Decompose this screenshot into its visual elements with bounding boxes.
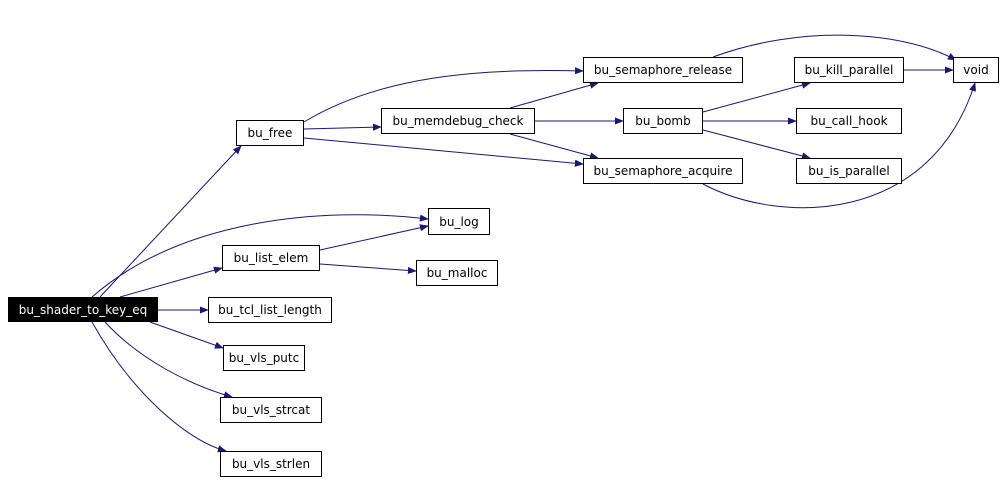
node-bu-kill-parallel[interactable]: bu_kill_parallel xyxy=(794,57,904,83)
node-bu-vls-putc[interactable]: bu_vls_putc xyxy=(223,345,305,371)
edge-bu-shader-to-key-eq-to-bu-vls-strlen xyxy=(91,321,227,453)
node-bu-semaphore-release[interactable]: bu_semaphore_release xyxy=(583,57,743,83)
edge-bu-free-to-bu-memdebug-check xyxy=(303,123,382,131)
node-bu-bomb[interactable]: bu_bomb xyxy=(623,108,703,134)
node-bu-vls-strcat[interactable]: bu_vls_strcat xyxy=(220,397,322,423)
node-bu-is-parallel[interactable]: bu_is_parallel xyxy=(796,158,902,184)
edge-bu-free-to-bu-semaphore-acquire xyxy=(303,137,584,167)
edge-bu-shader-to-key-eq-to-bu-list-elem xyxy=(119,266,223,298)
edge-bu-semaphore-release-to-void xyxy=(712,34,957,61)
node-bu-call-hook[interactable]: bu_call_hook xyxy=(796,108,902,134)
node-bu-memdebug-check[interactable]: bu_memdebug_check xyxy=(381,108,535,134)
edge-bu-list-elem-to-bu-malloc xyxy=(319,263,417,275)
edge-bu-shader-to-key-eq-to-bu-vls-strcat xyxy=(104,321,233,399)
edge-bu-list-elem-to-bu-log xyxy=(319,224,429,251)
edge-bu-shader-to-key-eq-to-bu-free xyxy=(99,145,242,298)
edge-bu-shader-to-key-eq-to-bu-log xyxy=(91,214,429,298)
node-bu-free[interactable]: bu_free xyxy=(236,120,304,146)
edge-bu-bomb-to-bu-kill-parallel xyxy=(702,81,811,113)
edge-bu-memdebug-check-to-bu-semaphore-acquire xyxy=(509,133,599,160)
node-bu-tcl-list-length[interactable]: bu_tcl_list_length xyxy=(208,297,332,323)
node-bu-shader-to-key-eq[interactable]: bu_shader_to_key_eq xyxy=(8,297,158,322)
node-bu-vls-strlen[interactable]: bu_vls_strlen xyxy=(220,451,322,477)
edge-bu-semaphore-acquire-to-void xyxy=(702,82,976,209)
node-void[interactable]: void xyxy=(953,57,999,83)
node-bu-list-elem[interactable]: bu_list_elem xyxy=(222,245,320,271)
edge-bu-shader-to-key-eq-to-bu-vls-putc xyxy=(149,321,224,349)
node-bu-log[interactable]: bu_log xyxy=(428,208,490,235)
node-bu-malloc[interactable]: bu_malloc xyxy=(416,260,498,286)
edge-bu-free-to-bu-semaphore-release xyxy=(303,67,584,123)
edge-bu-bomb-to-bu-is-parallel xyxy=(702,129,811,160)
edge-bu-memdebug-check-to-bu-semaphore-release xyxy=(509,81,599,109)
edges-layer xyxy=(91,34,976,453)
node-bu-semaphore-acquire[interactable]: bu_semaphore_acquire xyxy=(583,158,743,184)
